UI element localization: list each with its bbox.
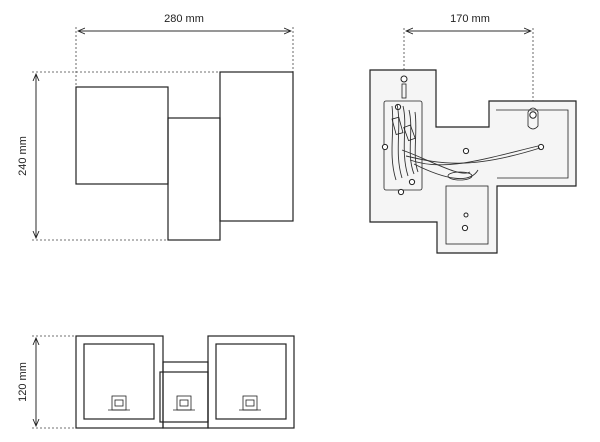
plate-inner-outline (496, 109, 569, 179)
screws (381, 103, 545, 232)
bottom-center-housing (159, 361, 209, 429)
depth-dimension-label: 120 mm (17, 362, 29, 402)
right-lamp-head (219, 71, 294, 222)
bottom-right-housing (207, 335, 295, 429)
bottom-view: 120 mm (17, 335, 295, 429)
mounting-plate-view: 170 mm (369, 13, 577, 254)
bottom-left-housing (75, 335, 164, 429)
height-dimension: 240 mm (17, 71, 220, 241)
mount-spacing-dimension: 170 mm (403, 13, 534, 110)
keyhole-top-left (400, 75, 408, 99)
keyhole-right (527, 107, 539, 130)
depth-dimension: 120 mm (17, 335, 76, 429)
left-lamp-head (75, 86, 169, 185)
wiring-bundle (391, 103, 541, 181)
center-mount-body (167, 117, 221, 241)
width-dimension: 280 mm (75, 13, 294, 86)
mount-spacing-label: 170 mm (450, 13, 490, 25)
front-view: 280 mm 240 mm (17, 13, 294, 241)
width-dimension-label: 280 mm (164, 13, 204, 25)
height-dimension-label: 240 mm (17, 136, 29, 176)
lower-slot (445, 185, 489, 245)
